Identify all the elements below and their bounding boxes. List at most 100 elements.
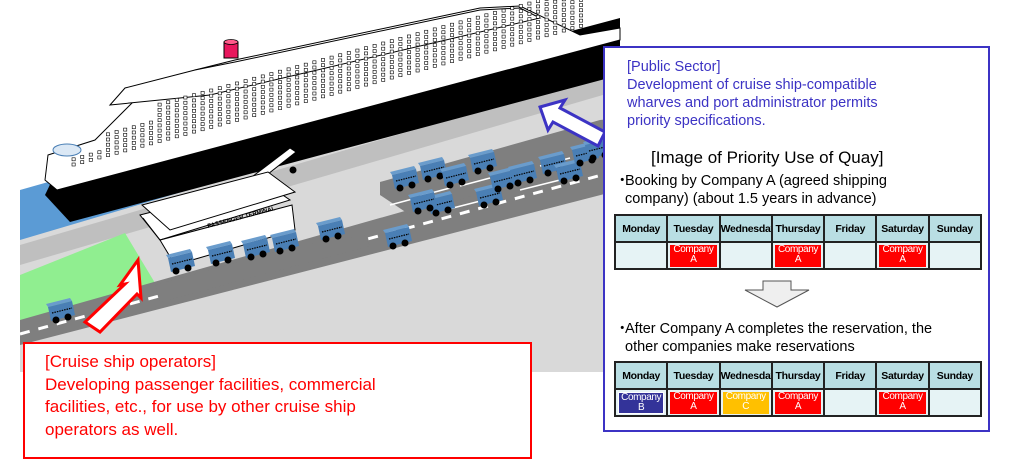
ship-window — [346, 82, 351, 86]
company-letter: B — [638, 402, 645, 413]
ship-window — [579, 13, 583, 18]
ship-window — [493, 21, 497, 26]
ship-window — [303, 73, 308, 77]
ship-window — [200, 117, 205, 121]
ship-window — [475, 31, 480, 36]
ship-window — [355, 64, 360, 68]
ship-window — [286, 103, 291, 108]
ship-window — [458, 30, 463, 35]
ship-window — [295, 101, 300, 106]
ship-window — [389, 54, 394, 59]
ship-window — [527, 22, 532, 27]
ship-window — [200, 91, 205, 95]
ship-pool — [52, 143, 82, 157]
ship-window — [389, 65, 394, 69]
ship-window — [544, 23, 549, 27]
ship-window — [243, 79, 248, 83]
day-header-tuesday: Tuesday — [666, 361, 721, 390]
ship-window — [458, 20, 463, 25]
ship-window — [226, 115, 231, 119]
ship-window — [484, 39, 489, 44]
ship-window — [131, 141, 136, 145]
ship-window — [88, 152, 93, 157]
ship-window — [389, 60, 394, 64]
operators-text: [Cruise ship operators] Developing passe… — [45, 351, 525, 441]
ship-window — [252, 102, 257, 107]
ship-window — [106, 148, 110, 152]
day-header-tuesday: Tuesday — [666, 214, 721, 243]
ship-window — [174, 103, 179, 107]
ship-window — [269, 93, 274, 97]
ship-window — [192, 98, 196, 103]
ship-window — [209, 119, 214, 124]
ship-window — [209, 109, 214, 114]
down-arrow-icon — [744, 280, 810, 308]
ship-window — [544, 2, 549, 6]
ship-window — [544, 17, 549, 22]
ship-window — [364, 72, 368, 76]
ship-window — [467, 18, 472, 22]
ship-window — [424, 40, 429, 44]
ship-window — [252, 108, 257, 112]
ship-window — [200, 111, 205, 116]
ship-window — [226, 84, 231, 88]
ship-window — [106, 132, 110, 137]
ship-window — [510, 16, 515, 21]
day-header-saturday: Saturday — [875, 214, 930, 243]
ship-window — [450, 22, 454, 27]
ship-window — [106, 137, 110, 142]
ship-window — [501, 8, 506, 13]
ship-window — [467, 33, 472, 38]
ship-window — [338, 69, 343, 73]
ship-window — [389, 44, 394, 49]
ship-window — [389, 75, 394, 80]
day-header-saturday: Saturday — [875, 361, 930, 390]
ship-window — [338, 53, 343, 58]
ship-window — [183, 100, 188, 105]
ship-window — [269, 108, 274, 113]
ship-window — [372, 64, 377, 69]
ship-window — [364, 61, 368, 66]
ship-window — [243, 115, 248, 120]
ship-window — [501, 29, 506, 34]
ship-window — [192, 93, 196, 97]
ship-window — [321, 63, 325, 67]
ship-window — [518, 4, 523, 8]
ship-window — [510, 11, 515, 16]
ship-window — [260, 111, 265, 115]
ship-window — [312, 91, 317, 96]
ship-window — [372, 54, 377, 59]
ship-window — [226, 120, 231, 124]
ship-window — [553, 25, 558, 30]
ship-window — [458, 25, 463, 30]
ship-window — [157, 108, 162, 112]
ship-window — [432, 58, 437, 63]
company-letter: A — [899, 254, 906, 265]
ship-window — [398, 68, 403, 72]
ship-window — [432, 32, 437, 37]
ship-window — [355, 85, 360, 89]
company-label: Company — [725, 390, 766, 402]
ship-window — [561, 28, 566, 33]
ship-window — [561, 2, 566, 7]
ship-window — [295, 65, 300, 69]
ship-window — [321, 73, 325, 78]
ship-window — [450, 54, 454, 58]
operators-panel: [Cruise ship operators] Developing passe… — [23, 342, 532, 459]
ship-window — [364, 67, 368, 71]
ship-window — [278, 80, 282, 84]
ship-window — [123, 133, 128, 137]
ship-window — [372, 70, 377, 74]
ship-window — [475, 26, 480, 30]
ship-window — [510, 22, 515, 26]
ship-window — [484, 13, 489, 18]
ship-window — [338, 84, 343, 89]
ship-window — [501, 14, 506, 18]
